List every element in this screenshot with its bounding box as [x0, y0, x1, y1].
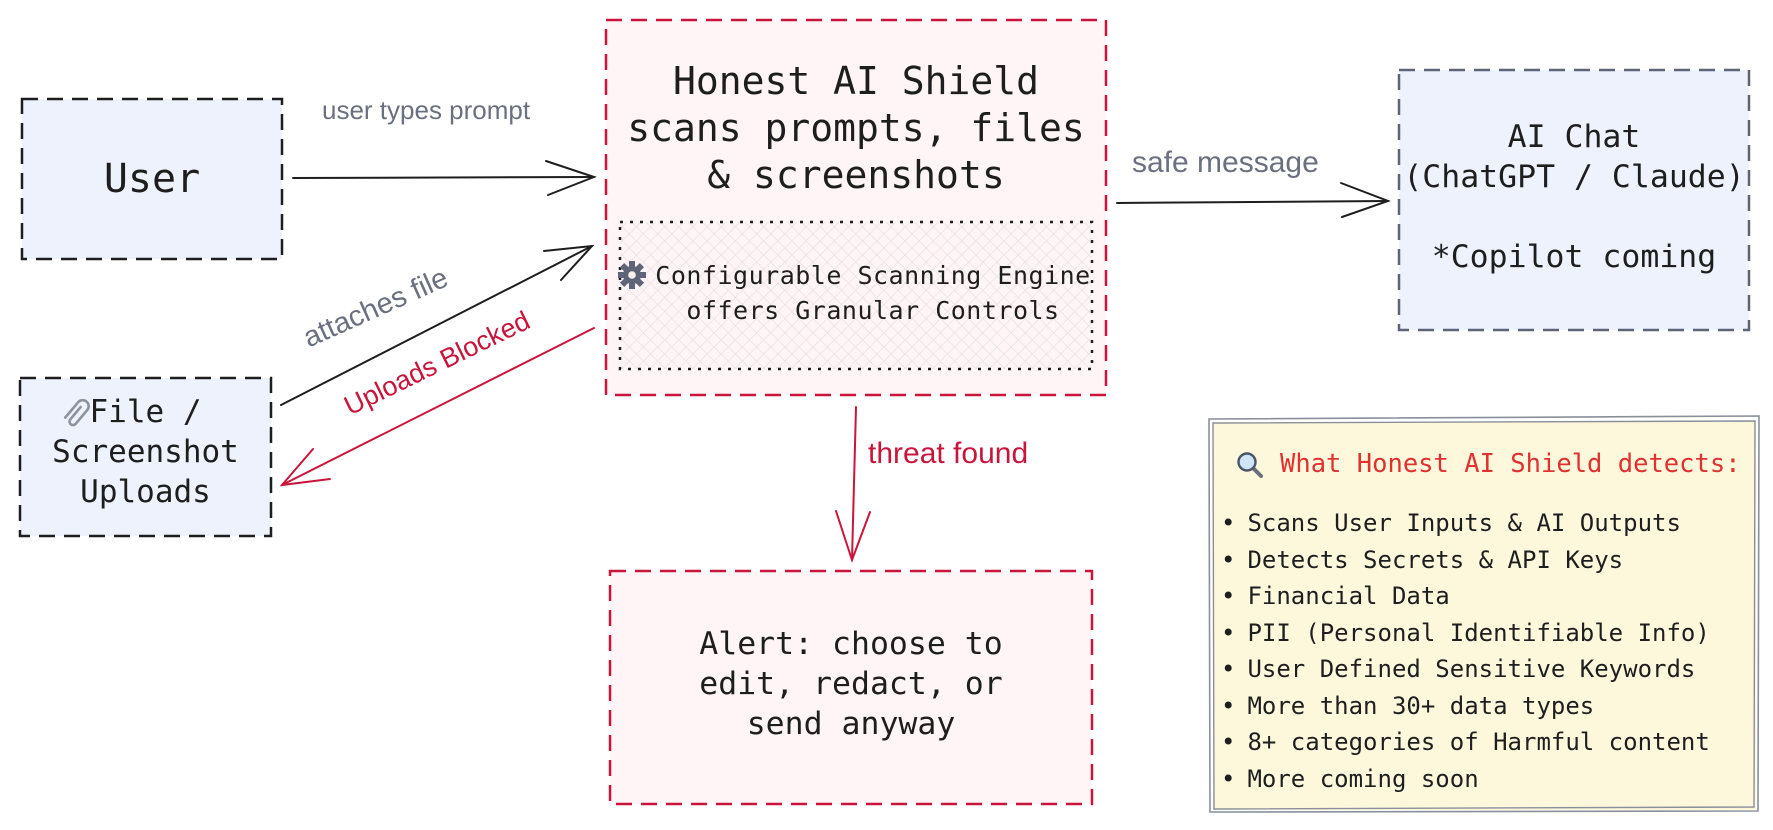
uploads-label: File / Screenshot Uploads: [52, 394, 239, 510]
detects-list-item: •User Defined Sensitive Keywords: [1221, 655, 1696, 683]
detects-list-item: •Detects Secrets & API Keys: [1221, 545, 1624, 574]
detects-note: [1208, 415, 1760, 813]
engine-box: [618, 220, 1094, 371]
alert-label: Alert: choose to edit, redact, or send a…: [699, 626, 1003, 742]
shield-title: Honest AI Shield scans prompts, files & …: [627, 59, 1085, 197]
edge-label-safe-message: safe message: [1132, 146, 1319, 179]
detects-list-item: •PII (Personal Identifiable Info): [1221, 618, 1710, 647]
detects-list: •Scans User Inputs & AI Outputs •Detects…: [1221, 505, 1710, 797]
detects-list-item: •8+ categories of Harmful content: [1221, 728, 1710, 756]
magnifier-icon: [1237, 452, 1263, 478]
user-box: [20, 97, 284, 261]
detects-list-item: •More coming soon: [1221, 764, 1479, 793]
arrow-threat-found: [835, 406, 871, 564]
ai-chat-label: AI Chat (ChatGPT / Claude) *Copilot comi…: [1403, 119, 1745, 275]
paperclip-icon: [63, 398, 90, 427]
detects-note-title: What Honest AI Shield detects:: [1280, 449, 1741, 479]
user-label: User: [103, 156, 201, 202]
detects-list-item: •More than 30+ data types: [1221, 691, 1595, 720]
engine-label: Configurable Scanning Engine offers Gran…: [655, 261, 1091, 325]
alert-box: [608, 569, 1094, 806]
edge-label-threat-found: threat found: [868, 437, 1029, 470]
arrow-uploads-to-shield: [280, 244, 595, 406]
arrow-user-to-shield: [292, 160, 597, 196]
detects-list-item: •Financial Data: [1221, 582, 1450, 610]
detects-list-item: •Scans User Inputs & AI Outputs: [1221, 509, 1681, 537]
arrow-safe-message: [1116, 182, 1391, 218]
arrow-uploads-blocked: [279, 327, 595, 487]
uploads-box: [18, 376, 273, 538]
ai-chat-box: [1397, 68, 1751, 332]
edge-label-user-types-prompt: user types prompt: [322, 95, 531, 125]
gear-icon: [618, 261, 646, 289]
